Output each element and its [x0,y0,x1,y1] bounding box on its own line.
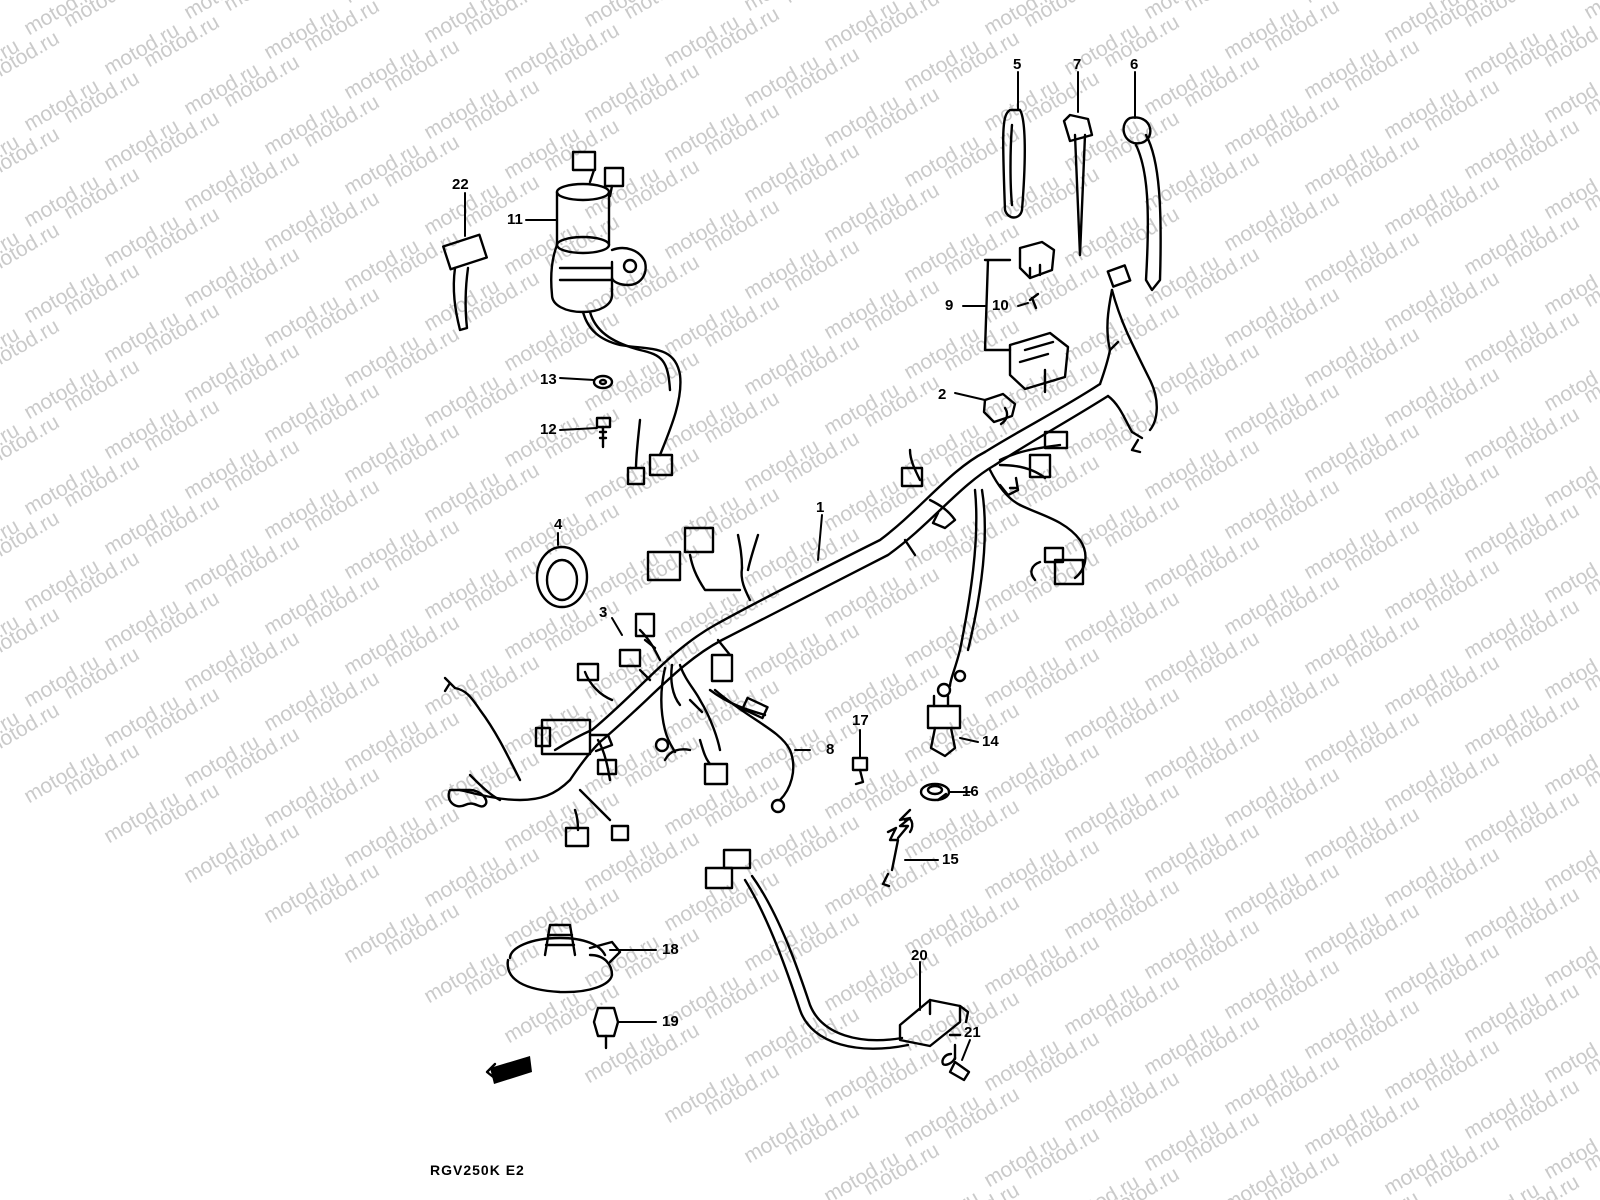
callout-3: 3 [599,604,608,621]
callout-7: 7 [1073,56,1082,73]
callout-16: 16 [962,783,979,800]
callout-18: 18 [662,941,679,958]
sidestand-switch [704,848,971,1082]
horn [506,923,622,1050]
callout-15: 15 [942,851,959,868]
spring [881,808,914,888]
callout-20: 20 [911,947,928,964]
callout-21: 21 [964,1024,981,1041]
callout-6: 6 [1130,56,1139,73]
callout-8: 8 [826,741,835,758]
callout-13: 13 [540,371,557,388]
ignition-switch [442,150,682,486]
callout-9: 9 [945,297,954,314]
callout-11: 11 [507,211,523,228]
callout-22: 22 [452,176,469,193]
leader-lines [464,71,1136,1061]
relay [982,240,1070,426]
cable-clamps [1001,108,1162,292]
callout-2: 2 [938,386,947,403]
front-arrow-icon [485,1056,532,1084]
neutral-switch [851,694,962,802]
callout-12: 12 [540,421,557,438]
callout-17: 17 [852,712,869,729]
callout-14: 14 [982,733,999,750]
callout-4: 4 [554,516,563,533]
model-code: RGV250K E2 [430,1162,525,1178]
wiring-harness [443,264,1158,848]
callout-19: 19 [662,1013,679,1030]
callout-5: 5 [1013,56,1022,73]
callout-10: 10 [992,297,1009,314]
callout-1: 1 [816,499,825,516]
grommet [535,545,589,609]
